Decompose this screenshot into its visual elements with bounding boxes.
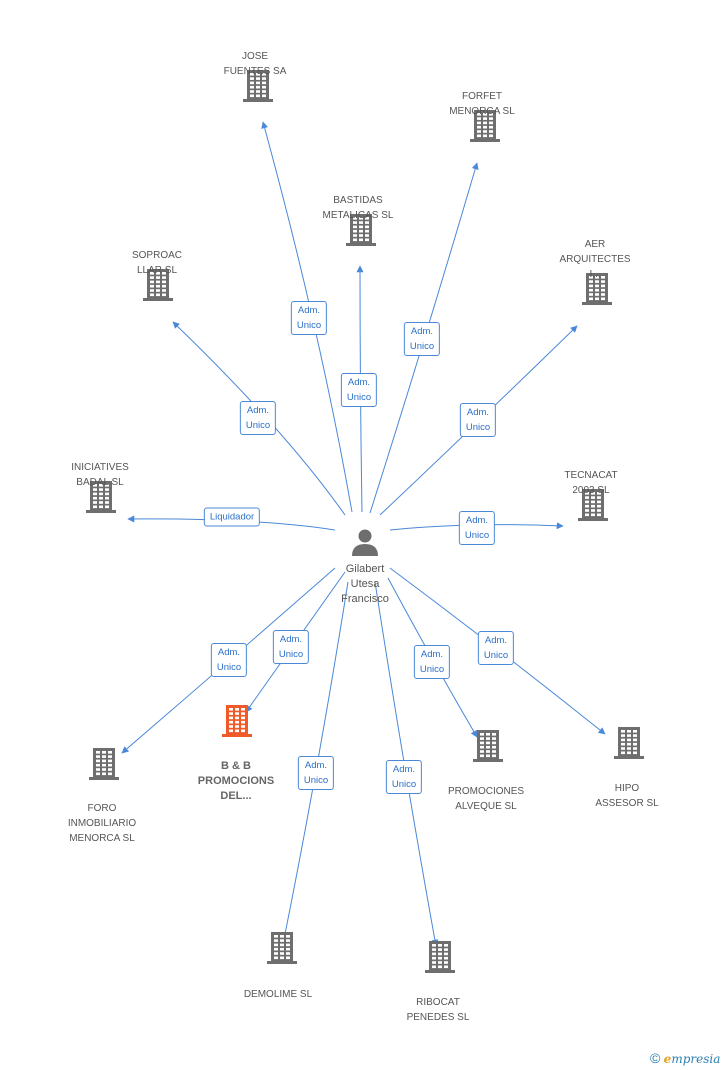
company-label-bastidas-metalicas[interactable]: BASTIDAS METALICAS SL	[322, 195, 394, 221]
person-icon[interactable]	[350, 527, 380, 562]
brand-logo: © empresia	[650, 1050, 720, 1066]
building-icon[interactable]	[221, 704, 253, 743]
company-label-ribocat-penedes[interactable]: RIBOCAT PENEDES SL	[406, 997, 470, 1023]
building-icon[interactable]	[345, 213, 377, 252]
role-badge-iniciatives-badal[interactable]: Liquidador	[203, 507, 261, 527]
building-icon[interactable]	[88, 747, 120, 786]
role-badge-forfet-menorca[interactable]: Adm. Unico	[403, 322, 441, 356]
company-label-hipo-assesor[interactable]: HIPO ASSESOR SL	[595, 783, 659, 809]
building-icon[interactable]	[142, 268, 174, 307]
building-icon[interactable]	[613, 726, 645, 765]
role-badge-ribocat-penedes[interactable]: Adm. Unico	[385, 760, 423, 794]
building-icon[interactable]	[581, 272, 613, 311]
building-icon[interactable]	[469, 109, 501, 148]
role-badge-demolime[interactable]: Adm. Unico	[297, 756, 335, 790]
building-icon[interactable]	[242, 69, 274, 108]
building-icon[interactable]	[266, 931, 298, 970]
brand-first-letter: e	[663, 1052, 672, 1066]
building-icon[interactable]	[472, 729, 504, 768]
company-label-soproac-llar[interactable]: SOPROAC LLAR SL	[131, 250, 182, 276]
role-badge-soproac-llar[interactable]: Adm. Unico	[239, 401, 277, 435]
center-person-name[interactable]: Gilabert Utesa Francisco	[341, 563, 389, 605]
building-icon[interactable]	[424, 940, 456, 979]
company-label-jose-fuentes[interactable]: JOSE FUENTES SA	[223, 51, 287, 77]
company-label-promociones-alveque[interactable]: PROMOCIONES ALVEQUE SL	[447, 786, 525, 812]
role-badge-jose-fuentes[interactable]: Adm. Unico	[290, 301, 328, 335]
company-label-bb-promocions[interactable]: B & B PROMOCIONS DEL...	[197, 760, 275, 802]
company-label-iniciatives-badal[interactable]: INICIATIVES BADAL SL	[71, 462, 129, 488]
copyright-symbol: ©	[650, 1050, 661, 1066]
role-badge-hipo-assesor[interactable]: Adm. Unico	[477, 631, 515, 665]
role-badge-tecnacat-2003[interactable]: Adm. Unico	[458, 511, 496, 545]
role-badge-foro-inmobiliario[interactable]: Adm. Unico	[210, 643, 248, 677]
company-label-forfet-menorca[interactable]: FORFET MENORCA SL	[449, 91, 515, 117]
role-badge-promociones-alveque[interactable]: Adm. Unico	[413, 645, 451, 679]
role-badge-aer-arquitectes[interactable]: Adm. Unico	[459, 403, 497, 437]
company-label-aer-arquitectes[interactable]: AER ARQUITECTES I...	[559, 239, 631, 280]
company-label-foro-inmobiliario[interactable]: FORO INMOBILIARIO MENORCA SL	[67, 803, 137, 844]
brand-name: mpresia	[671, 1052, 721, 1066]
building-icon[interactable]	[577, 488, 609, 527]
building-icon[interactable]	[85, 480, 117, 519]
company-label-demolime[interactable]: DEMOLIME SL	[243, 989, 313, 1000]
role-badge-bastidas-metalicas[interactable]: Adm. Unico	[340, 373, 378, 407]
role-badge-bb-promocions[interactable]: Adm. Unico	[272, 630, 310, 664]
company-label-tecnacat-2003[interactable]: TECNACAT 2003 SL	[564, 470, 618, 496]
